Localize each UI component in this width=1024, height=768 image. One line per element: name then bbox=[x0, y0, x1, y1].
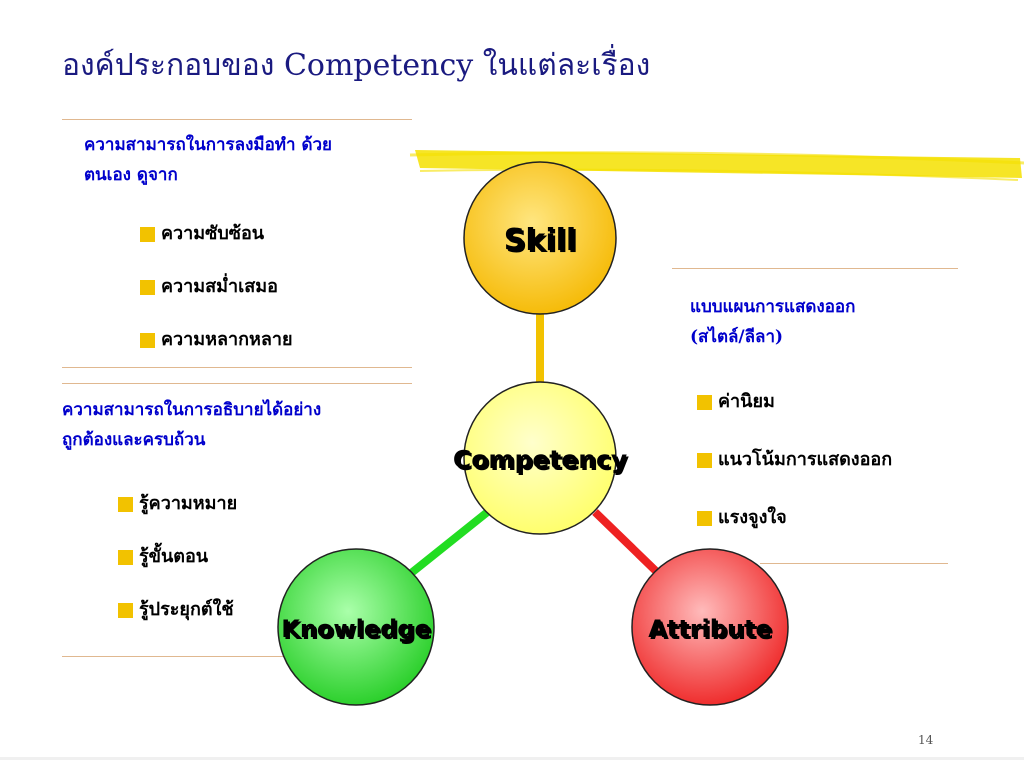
divider-attribute-top bbox=[672, 268, 958, 269]
attribute-description-line2: (สไตล์/ลีลา) bbox=[690, 327, 784, 347]
attribute-bullet-item: แนวโน้มการแสดงออก bbox=[697, 448, 892, 506]
skill-label-shadow: Skill bbox=[506, 225, 578, 260]
competency-label: Competency bbox=[453, 445, 627, 474]
knowledge-bullet-text: รู้ขั้นตอน bbox=[139, 546, 209, 567]
bullet-square-icon bbox=[118, 603, 133, 618]
attribute-bullet-item: ค่านิยม bbox=[697, 390, 892, 448]
knowledge-bullet-item: รู้ความหมาย bbox=[118, 492, 237, 545]
divider-knowledge-bottom bbox=[62, 656, 292, 657]
competency-label-shadow: Competency bbox=[455, 447, 629, 476]
skill-description-line1: ความสามารถในการลงมือทำ ด้วย bbox=[84, 135, 333, 155]
knowledge-description-line2: ถูกต้องและครบถ้วน bbox=[62, 430, 206, 450]
bullet-square-icon bbox=[697, 511, 712, 526]
skill-bullet-item: ความสม่ำเสมอ bbox=[140, 275, 293, 328]
attribute-bullet-text: แนวโน้มการแสดงออก bbox=[718, 449, 893, 470]
bullet-square-icon bbox=[118, 497, 133, 512]
skill-description-line2: ตนเอง ดูจาก bbox=[84, 165, 178, 185]
highlighter-streak bbox=[409, 151, 1024, 165]
bullet-square-icon bbox=[697, 453, 712, 468]
skill-label: Skill bbox=[504, 223, 576, 258]
attribute-circle bbox=[631, 548, 789, 706]
highlighter-streak bbox=[419, 168, 1019, 181]
attribute-description: แบบแผนการแสดงออก (สไตล์/ลีลา) bbox=[690, 292, 855, 352]
knowledge-bullet-item: รู้ขั้นตอน bbox=[118, 545, 237, 598]
skill-bullet-item: ความหลากหลาย bbox=[140, 328, 293, 381]
bullet-square-icon bbox=[140, 280, 155, 295]
skill-bullet-text: ความหลากหลาย bbox=[161, 329, 293, 350]
footer-line bbox=[0, 757, 1024, 760]
bullet-square-icon bbox=[118, 550, 133, 565]
knowledge-bullet-text: รู้ความหมาย bbox=[139, 493, 238, 514]
attribute-connector bbox=[592, 509, 663, 578]
skill-description: ความสามารถในการลงมือทำ ด้วย ตนเอง ดูจาก bbox=[84, 130, 332, 190]
attribute-label-shadow: Attribute bbox=[650, 617, 774, 645]
knowledge-bullet-item: รู้ประยุกต์ใช้ bbox=[118, 598, 237, 651]
knowledge-description: ความสามารถในการอธิบายได้อย่าง ถูกต้องและ… bbox=[62, 395, 321, 455]
divider-attribute-bottom bbox=[760, 563, 948, 564]
bullet-square-icon bbox=[140, 333, 155, 348]
skill-bullet-text: ความสม่ำเสมอ bbox=[161, 276, 278, 297]
attribute-bullet-text: ค่านิยม bbox=[718, 391, 775, 412]
competency-circle bbox=[463, 381, 617, 535]
knowledge-label: Knowledge bbox=[281, 615, 430, 643]
attribute-bullet-list: ค่านิยม แนวโน้มการแสดงออก แรงจูงใจ bbox=[697, 390, 892, 559]
knowledge-bullet-text: รู้ประยุกต์ใช้ bbox=[139, 599, 234, 620]
knowledge-label-shadow: Knowledge bbox=[283, 617, 432, 645]
skill-bullet-item: ความซับซ้อน bbox=[140, 222, 293, 275]
divider-skill-bottom bbox=[62, 367, 412, 368]
bullet-square-icon bbox=[697, 395, 712, 410]
divider-skill-top bbox=[62, 119, 412, 120]
attribute-bullet-text: แรงจูงใจ bbox=[718, 507, 787, 528]
slide-title: องค์ประกอบของ Competency ในแต่ละเรื่อง bbox=[62, 48, 651, 83]
knowledge-description-line1: ความสามารถในการอธิบายได้อย่าง bbox=[62, 400, 322, 420]
skill-bullet-text: ความซับซ้อน bbox=[161, 223, 265, 244]
attribute-description-line1: แบบแผนการแสดงออก bbox=[690, 297, 856, 317]
knowledge-circle bbox=[277, 548, 435, 706]
page-number: 14 bbox=[918, 733, 934, 747]
knowledge-bullet-list: รู้ความหมาย รู้ขั้นตอน รู้ประยุกต์ใช้ bbox=[118, 492, 237, 651]
attribute-label: Attribute bbox=[648, 615, 772, 643]
skill-bullet-list: ความซับซ้อน ความสม่ำเสมอ ความหลากหลาย bbox=[140, 222, 293, 381]
bullet-square-icon bbox=[140, 227, 155, 242]
highlighter-stroke bbox=[409, 150, 1024, 181]
divider-knowledge-top bbox=[62, 383, 412, 384]
attribute-bullet-item: แรงจูงใจ bbox=[697, 506, 892, 559]
skill-circle bbox=[463, 161, 617, 315]
knowledge-connector bbox=[402, 506, 493, 582]
